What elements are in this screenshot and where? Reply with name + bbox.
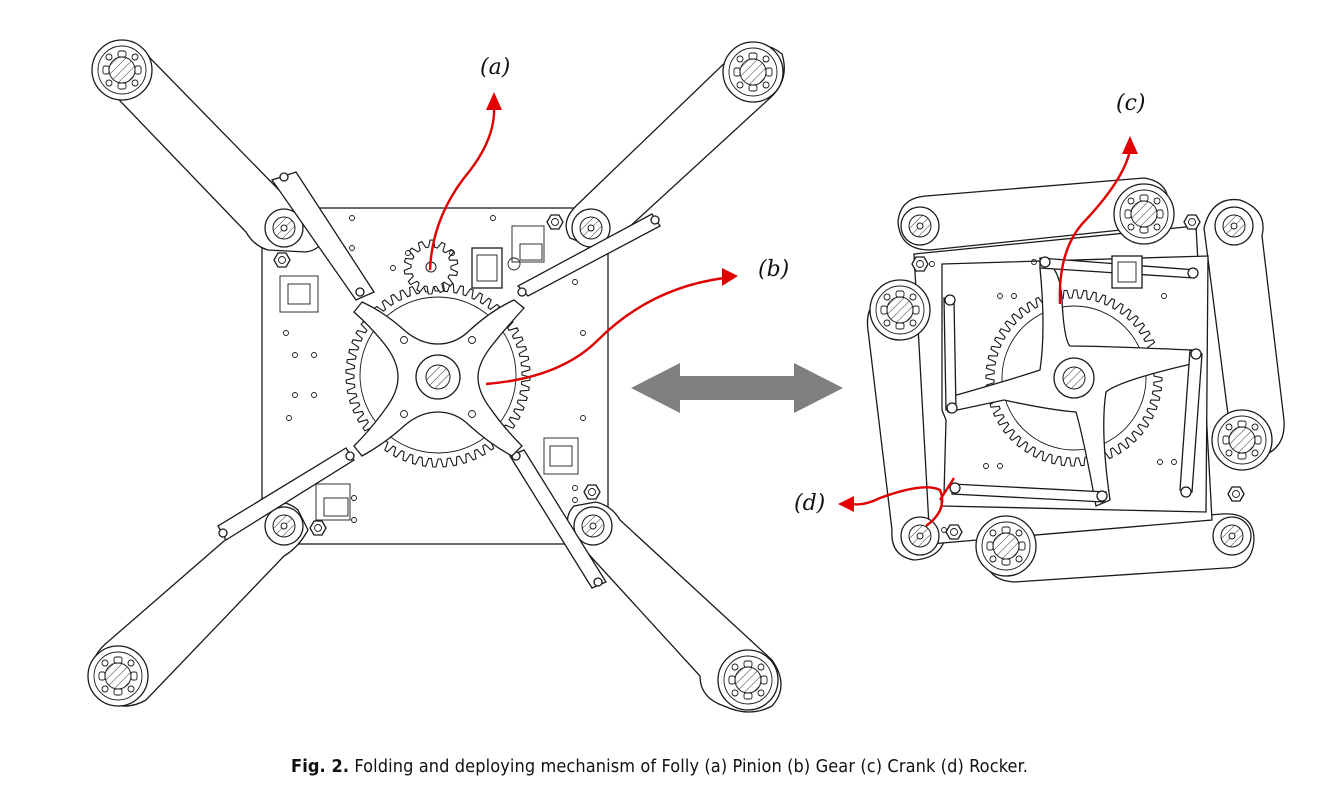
- folded-configuration: [866, 177, 1285, 583]
- label-b: (b): [758, 257, 789, 282]
- caption-text: Folding and deploying mechanism of Folly…: [349, 756, 1028, 777]
- caption-prefix: Fig. 2.: [291, 756, 350, 777]
- arm-bottom-left: [87, 447, 355, 707]
- arm-top-left: [91, 39, 375, 301]
- folded-servo: [1111, 255, 1143, 289]
- label-c: (c): [1116, 91, 1146, 116]
- callout-arrow-c: [1058, 149, 1132, 305]
- deployed-configuration: [87, 39, 785, 713]
- label-d: (d): [794, 491, 825, 516]
- arm-bottom-right: [509, 449, 782, 713]
- arm-top-right: [516, 41, 785, 297]
- servo-motor: [471, 247, 503, 289]
- figure-caption: Fig. 2. Folding and deploying mechanism …: [0, 756, 1319, 777]
- callout-arrow-a: [428, 105, 496, 271]
- callout-arrow-d: [851, 486, 944, 527]
- label-a: (a): [480, 55, 510, 80]
- corner-brackets: [279, 225, 579, 521]
- deploy-fold-double-arrow: [631, 363, 843, 413]
- callout-arrow-b: [485, 276, 725, 386]
